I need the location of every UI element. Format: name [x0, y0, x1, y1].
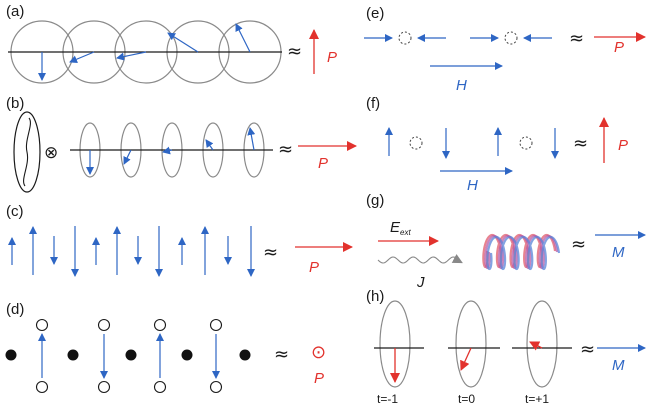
approx-sign: ≈: [580, 339, 595, 360]
ion-dot: [5, 349, 17, 361]
panel-g: (g) Eext J ≈ M: [366, 192, 646, 291]
panel-b-spins: [86, 127, 256, 175]
panel-f: (f) H ≈ P: [366, 95, 628, 194]
polarization-label: P: [327, 49, 337, 66]
open-site: [97, 380, 111, 394]
panel-b-label: (b): [6, 95, 24, 112]
panel-d-black-ions: [5, 349, 251, 361]
spin-arrow: [167, 32, 199, 53]
magnetization-label: M: [612, 244, 625, 261]
otimes-icon: ⊗: [44, 143, 58, 163]
spin-plane-ellipse: [13, 111, 41, 193]
spin-arrow: [460, 347, 472, 371]
vacancy-site: [409, 136, 423, 150]
ion-dot: [181, 349, 193, 361]
cone-ellipse: [379, 300, 411, 388]
spin-helix: [482, 233, 561, 271]
panel-f-spins: [385, 127, 559, 159]
spin-arrow: [162, 146, 173, 155]
panel-a-spins: [38, 23, 251, 81]
panel-c-spins: [8, 226, 255, 277]
spin-arrow: [123, 149, 132, 165]
vacancy-site: [519, 136, 533, 150]
panel-f-vacancies: [409, 136, 533, 150]
open-site: [209, 380, 223, 394]
helix-strand: [486, 235, 561, 271]
odot-icon: ⊙: [311, 342, 326, 363]
spin-arrow: [116, 51, 147, 61]
panel-d: (d) ≈ ⊙ P: [5, 301, 326, 394]
approx-sign: ≈: [274, 344, 289, 365]
polarization-label: P: [618, 137, 628, 154]
panel-d-spins: [38, 333, 220, 379]
panel-b: (b) ⊗ ≈ P: [6, 95, 357, 193]
panel-a: (a) ≈ P: [6, 3, 337, 84]
polarization-label: P: [309, 259, 319, 276]
ion-dot: [125, 349, 137, 361]
current-label: J: [416, 274, 425, 291]
open-site: [153, 380, 167, 394]
polarization-label: P: [314, 370, 324, 387]
approx-sign: ≈: [278, 139, 293, 160]
open-site: [35, 380, 49, 394]
spin-arrow: [529, 341, 543, 351]
panel-f-label: (f): [366, 95, 380, 112]
spin-arrow: [235, 23, 251, 53]
approx-sign: ≈: [263, 242, 278, 263]
open-site: [35, 318, 49, 332]
panel-e-label: (e): [366, 5, 384, 22]
current-wavy-arrow: [377, 254, 463, 264]
ion-dot: [239, 349, 251, 361]
time-label: t=+1: [525, 392, 549, 406]
vacancy-site: [504, 31, 518, 45]
panel-a-label: (a): [6, 3, 24, 20]
time-label: t=0: [458, 392, 475, 406]
spin-plane-curve: [23, 117, 31, 187]
panel-e: (e) H ≈ P: [364, 5, 646, 94]
time-label: t=-1: [377, 392, 398, 406]
efield-label: Eext: [390, 219, 411, 237]
open-site: [153, 318, 167, 332]
panel-d-label: (d): [6, 301, 24, 318]
open-site: [97, 318, 111, 332]
panel-h-ellipses: [379, 300, 558, 388]
panel-c-label: (c): [6, 203, 24, 220]
approx-sign: ≈: [573, 133, 588, 154]
spin-arrow: [69, 51, 95, 63]
panel-h-label: (h): [366, 288, 384, 305]
field-label: H: [467, 177, 478, 194]
approx-sign: ≈: [287, 41, 302, 62]
panel-d-open-sites: [35, 318, 223, 394]
open-site: [209, 318, 223, 332]
polarization-label: P: [318, 155, 328, 172]
panel-h-spins: [390, 341, 543, 383]
spin-arrow: [247, 127, 256, 151]
ion-dot: [67, 349, 79, 361]
vacancy-site: [398, 31, 412, 45]
approx-sign: ≈: [569, 28, 584, 49]
cone-ellipse: [455, 300, 487, 388]
spin-arrow: [205, 139, 214, 151]
magnetization-label: M: [612, 357, 625, 374]
cone-ellipse: [526, 300, 558, 388]
panel-h: (h) t=-1 t=0 t=+1 ≈ M: [366, 288, 646, 406]
panel-g-label: (g): [366, 192, 384, 209]
panel-e-vacancies: [398, 31, 518, 45]
panel-c: (c) ≈ P: [6, 203, 353, 277]
approx-sign: ≈: [571, 234, 586, 255]
polarization-label: P: [614, 39, 624, 56]
field-label: H: [456, 77, 467, 94]
